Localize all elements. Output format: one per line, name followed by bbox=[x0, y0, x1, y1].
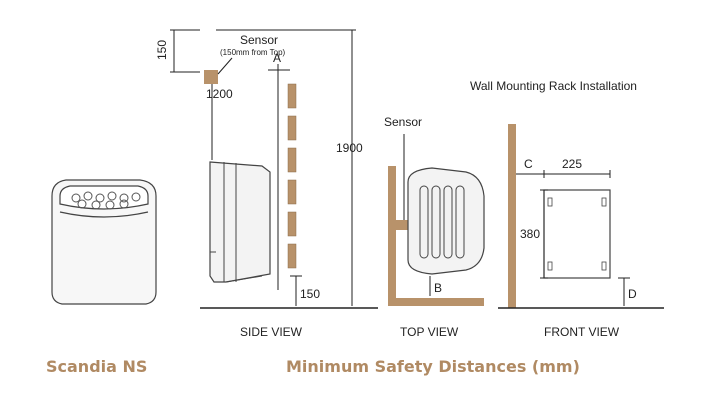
side-view-label: SIDE VIEW bbox=[240, 325, 303, 339]
top-sensor-label: Sensor bbox=[384, 115, 422, 129]
dim-150-floor-label: 150 bbox=[300, 287, 320, 301]
side-view: 150 Sensor (150mm from Top) 1200 A bbox=[155, 29, 378, 339]
side-wall-slats bbox=[287, 83, 297, 269]
dim-225-label: 225 bbox=[562, 157, 582, 171]
marker-b: B bbox=[434, 281, 442, 295]
side-sensor-box bbox=[204, 70, 218, 84]
top-view-label: TOP VIEW bbox=[400, 325, 459, 339]
top-view: Sensor B TOP VIEW bbox=[384, 115, 485, 339]
marker-a: A bbox=[273, 51, 281, 65]
front-wall-wood bbox=[508, 124, 516, 308]
wall-mounting-label: Wall Mounting Rack Installation bbox=[470, 79, 637, 93]
dim-380-label: 380 bbox=[520, 227, 540, 241]
marker-d: D bbox=[628, 287, 637, 301]
front-view: Wall Mounting Rack Installation C 225 38… bbox=[470, 79, 664, 339]
dim-150-top-label: 150 bbox=[155, 40, 169, 60]
safety-caption: Minimum Safety Distances (mm) bbox=[286, 357, 580, 376]
front-view-label: FRONT VIEW bbox=[544, 325, 620, 339]
front-rack bbox=[543, 189, 611, 279]
side-sensor-label: Sensor bbox=[240, 33, 278, 47]
marker-c: C bbox=[524, 157, 533, 171]
side-heater-body bbox=[209, 161, 271, 283]
product-name: Scandia NS bbox=[46, 357, 147, 376]
dim-1200-label: 1200 bbox=[206, 87, 233, 101]
dim-1900-label: 1900 bbox=[336, 141, 363, 155]
side-sensor-note: (150mm from Top) bbox=[220, 48, 286, 57]
top-heater-body bbox=[407, 167, 485, 275]
heater-illustration bbox=[51, 179, 157, 305]
